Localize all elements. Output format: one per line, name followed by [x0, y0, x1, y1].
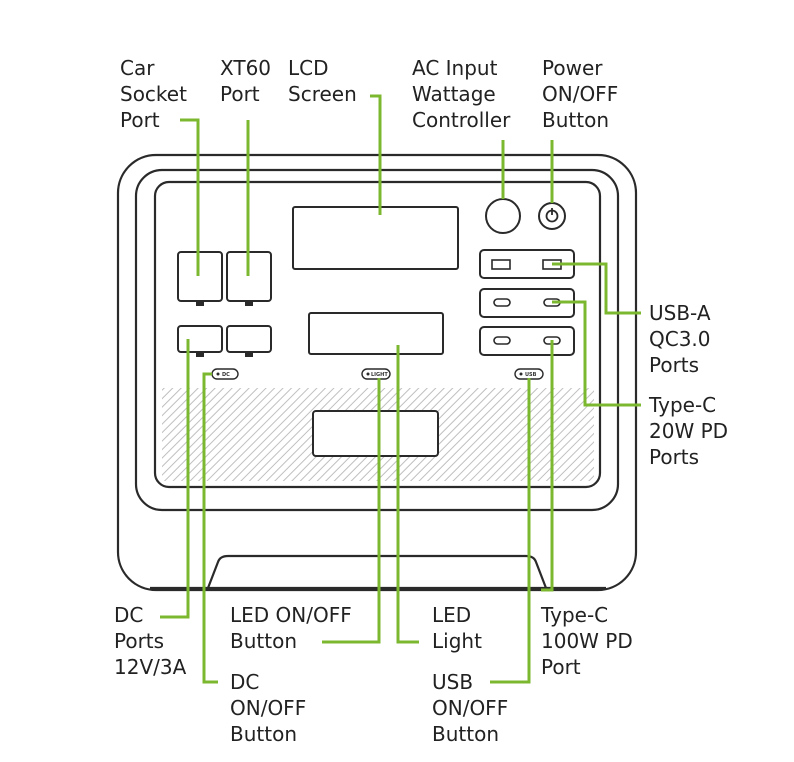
- leader-usb-onoff: [490, 378, 531, 684]
- usb-a-port-1[interactable]: [491, 259, 511, 270]
- callout-labels: Car Socket Port XT60 Port LCD Screen AC …: [114, 56, 734, 746]
- leader-usb-a: [552, 262, 641, 315]
- label-usb-onoff: USB ON/OFF Button: [432, 670, 515, 746]
- leader-led-light: [396, 345, 419, 644]
- led-light-window: [312, 410, 439, 457]
- leader-car-socket: [180, 118, 200, 276]
- usb-button-text: USB: [525, 372, 537, 378]
- label-car-socket: Car Socket Port: [120, 56, 193, 132]
- label-xt60: XT60 Port: [220, 56, 277, 106]
- ac-input-knob[interactable]: [485, 198, 521, 234]
- outer-shell: [116, 153, 638, 592]
- dc-port-1[interactable]: [177, 325, 223, 357]
- dc-port-2[interactable]: [226, 325, 272, 357]
- leader-type-c-100w: [541, 340, 554, 592]
- front-frame: [134, 168, 620, 512]
- label-ac-input: AC Input Wattage Controller: [412, 56, 511, 132]
- label-led-onoff: LED ON/OFF Button: [230, 603, 358, 653]
- usb-onoff-button[interactable]: USB: [514, 368, 544, 380]
- label-led-light: LED Light: [432, 603, 482, 653]
- dc-button-text: DC: [222, 372, 230, 378]
- type-c-port-3[interactable]: [493, 336, 511, 345]
- led-onoff-button[interactable]: LIGHT: [361, 368, 391, 380]
- lcd-screen: [292, 206, 459, 270]
- label-dc-ports: DC Ports 12V/3A: [114, 603, 187, 679]
- label-dc-onoff: DC ON/OFF Button: [230, 670, 313, 746]
- label-type-c-20w: Type-C 20W PD Ports: [648, 393, 734, 469]
- label-usb-a: USB-A QC3.0 Ports: [649, 301, 717, 377]
- label-type-c-100w: Type-C 100W PD Port: [540, 603, 639, 679]
- leader-lcd: [370, 94, 382, 215]
- display-panel: [308, 312, 444, 355]
- car-socket-port[interactable]: [177, 251, 223, 306]
- usb-a-bay: [479, 249, 575, 279]
- dc-onoff-button[interactable]: DC: [211, 368, 239, 380]
- type-c-100w-bay: [479, 326, 575, 356]
- type-c-20w-port-1[interactable]: [493, 298, 511, 307]
- carry-handle: [206, 554, 548, 589]
- leader-dc-onoff: [202, 372, 218, 684]
- label-lcd: LCD Screen: [288, 56, 357, 106]
- leader-led-onoff: [322, 378, 381, 644]
- label-power: Power ON/OFF Button: [542, 56, 625, 132]
- power-button[interactable]: [538, 202, 566, 230]
- leader-lines: [160, 94, 641, 684]
- leader-dc-ports: [160, 339, 190, 619]
- light-button-text: LIGHT: [371, 372, 388, 378]
- leader-type-c-20w: [552, 300, 641, 407]
